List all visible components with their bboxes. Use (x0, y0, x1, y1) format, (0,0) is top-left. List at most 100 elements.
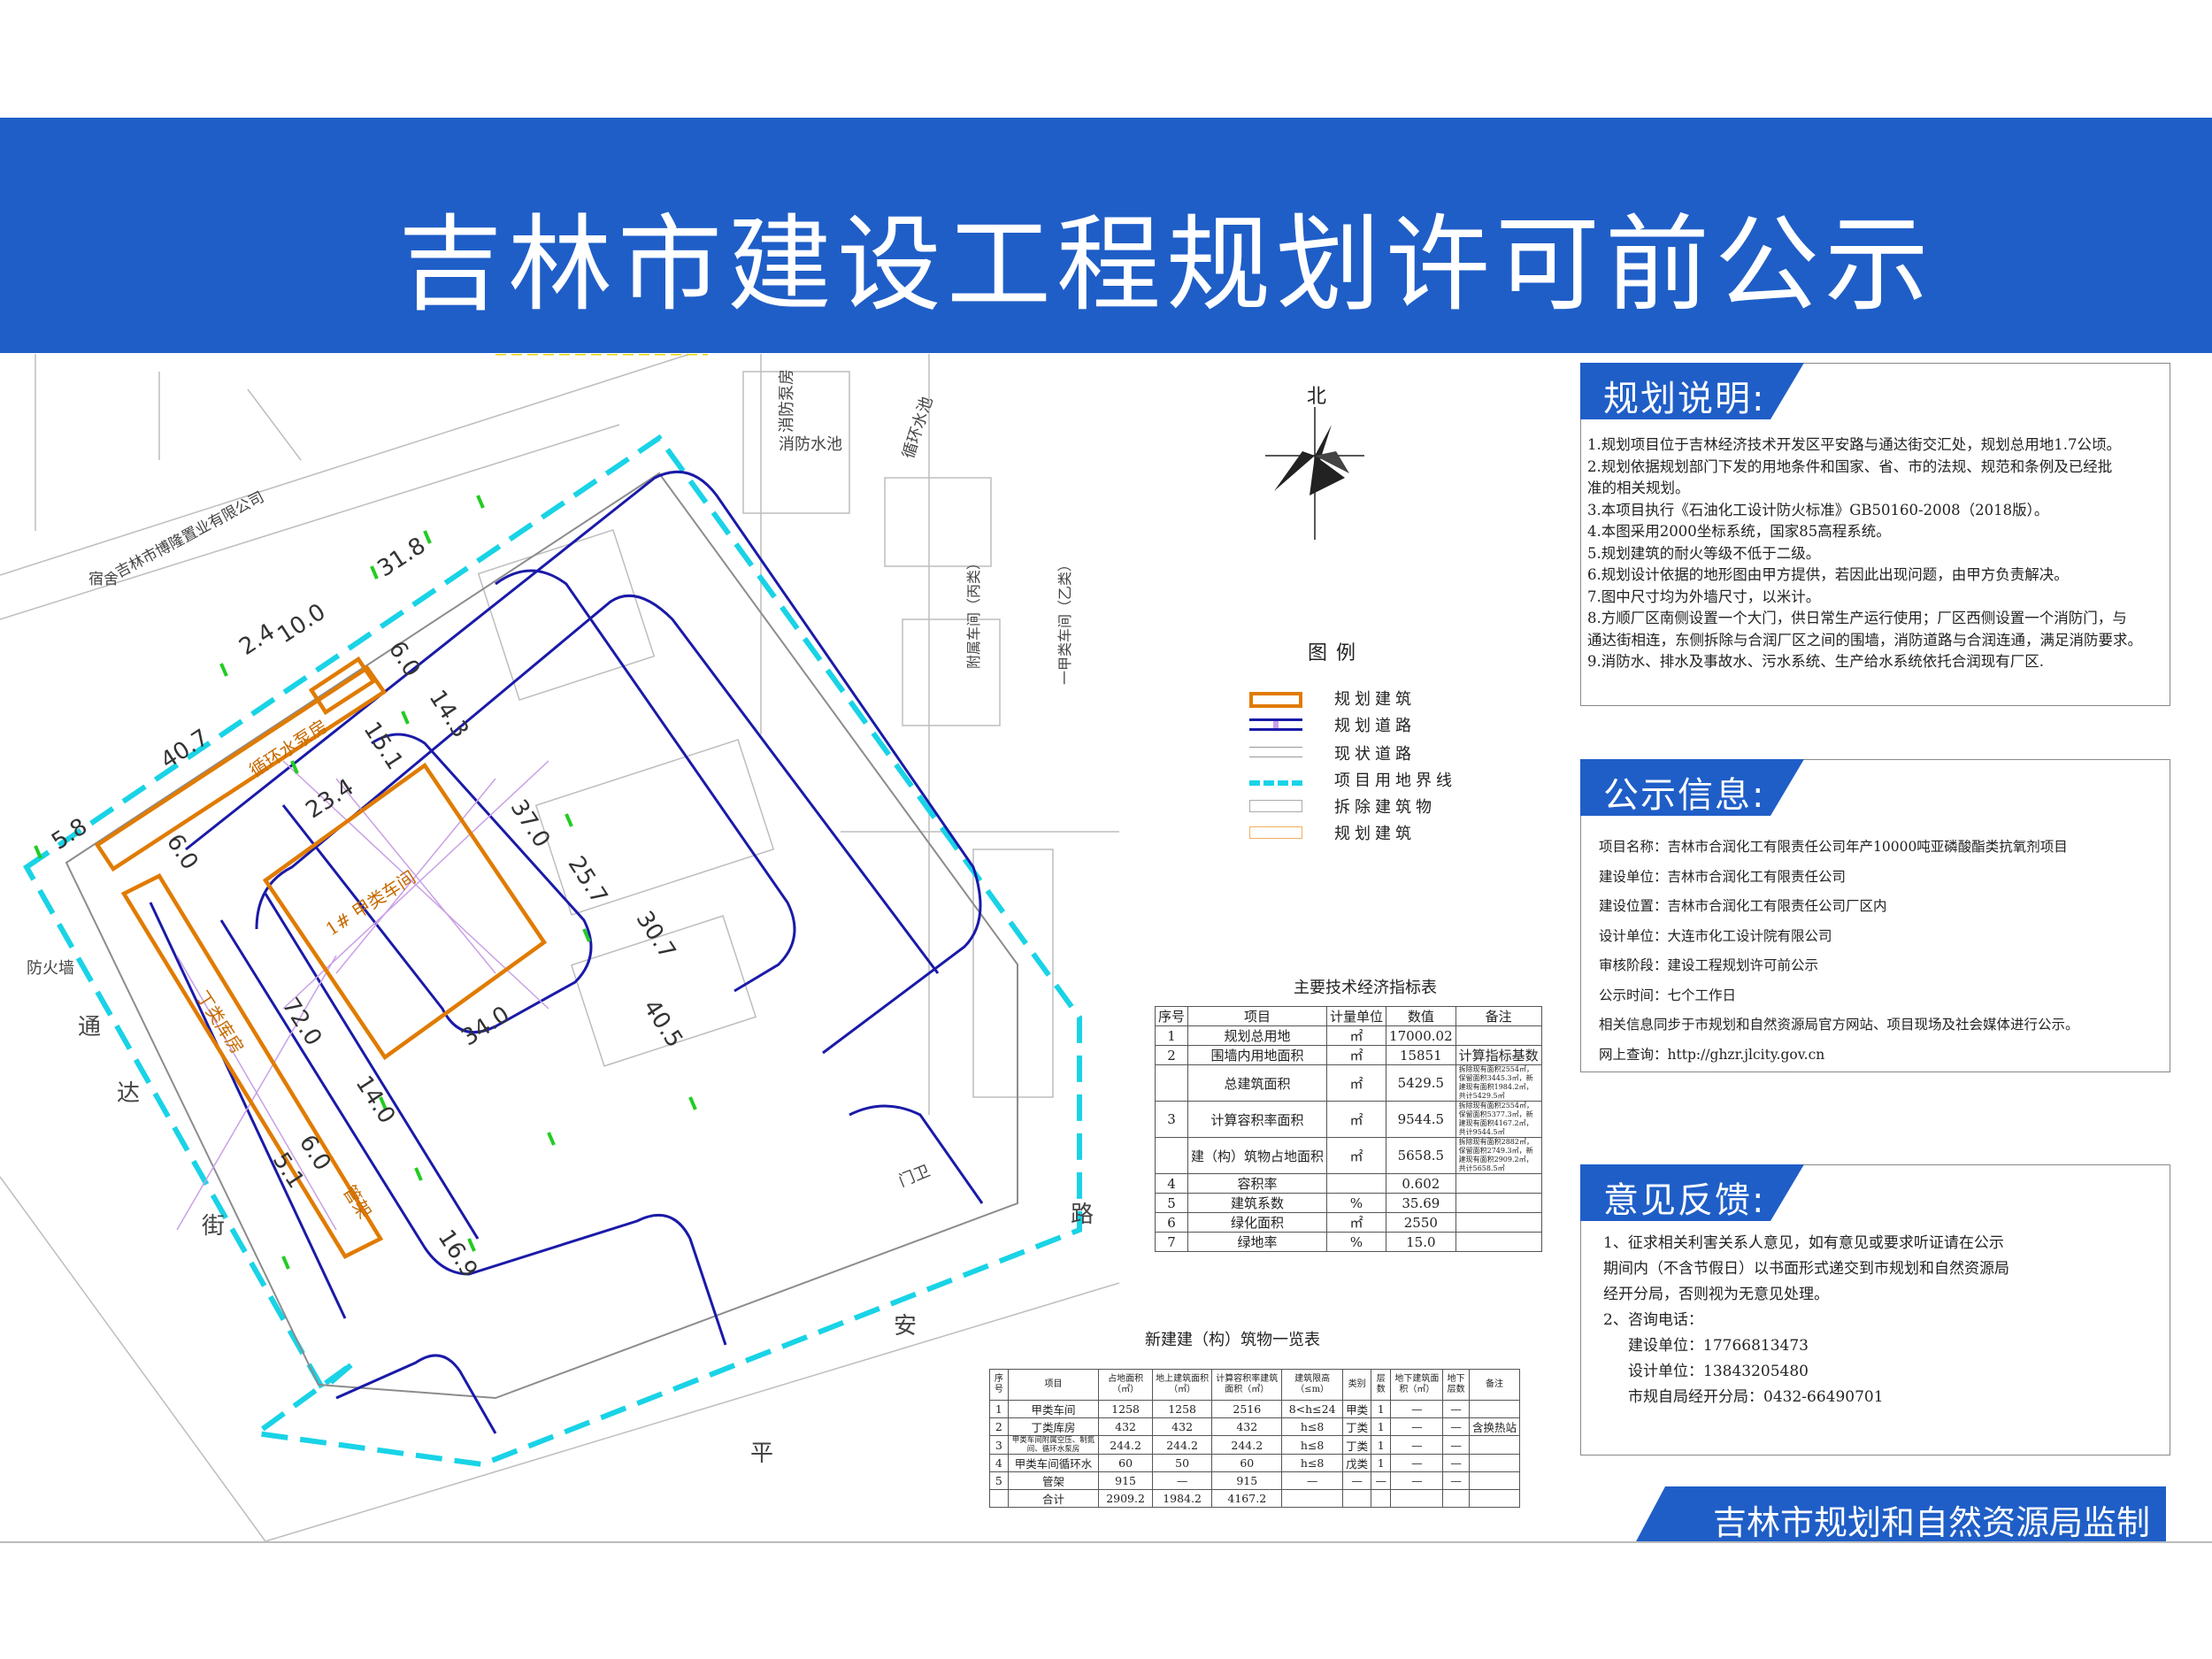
table-cell: 60 (1098, 1454, 1153, 1472)
text-line: 期间内（不含节假日）以书面形式递交到市规划和自然资源局 (1603, 1260, 2009, 1278)
dimension-ticks (34, 495, 697, 1270)
text-line: 1、征求相关利害关系人意见，如有意见或要求听证请在公示 (1603, 1234, 2004, 1252)
table-cell (1455, 1193, 1542, 1213)
table-cell: 绿地率 (1187, 1232, 1328, 1252)
table-cell: — (1390, 1400, 1444, 1418)
text-line: 公示时间：七个工作日 (1599, 987, 1737, 1003)
planned-roads (149, 470, 984, 1434)
page-title: 吉林市建设工程规划许可前公示 (398, 204, 1935, 326)
table-cell (1154, 1137, 1189, 1174)
label-fire-pool: 消防水池 (779, 435, 842, 454)
table-cell: 1 (1371, 1435, 1392, 1455)
table-cell: 1 (1371, 1417, 1392, 1436)
text-line: 市规自局经开分局：0432-66490701 (1628, 1388, 1884, 1406)
table-header-cell: 项目 (1187, 1006, 1328, 1026)
public-info-tab: 公示信息: (1580, 759, 1804, 816)
table-cell: ㎡ (1326, 1137, 1387, 1174)
table-cell: 甲类车间 (1007, 1400, 1100, 1418)
table-cell: ㎡ (1326, 1045, 1387, 1065)
table-cell: 3 (1154, 1101, 1189, 1138)
project-boundary (23, 434, 1082, 1468)
table-cell: % (1326, 1193, 1387, 1213)
table-cell: — (1151, 1471, 1213, 1490)
table-cell: 5429.5 (1386, 1064, 1456, 1102)
text-line: 3.本项目执行《石油化工设计防火标准》GB50160-2008（2018版）。 (1587, 501, 2049, 518)
planned-buildings (94, 656, 548, 1259)
text-line: 2、咨询电话： (1603, 1311, 1703, 1329)
table-cell: — (1442, 1454, 1470, 1472)
table-cell (1468, 1471, 1521, 1490)
text-line: 设计单位：13843205480 (1628, 1363, 1809, 1380)
table-cell: 5 (989, 1471, 1009, 1490)
table-cell: 4 (989, 1454, 1009, 1472)
table-cell: — (1442, 1417, 1470, 1436)
table-cell: 甲类车间附属空压、制氮间、循环水泵房 (1007, 1435, 1100, 1455)
table-cell: 0.602 (1386, 1173, 1456, 1194)
text-line: 相关信息同步于市规划和自然资源局官方网站、项目现场及社会媒体进行公示。 (1599, 1017, 2079, 1033)
table-cell: 244.2 (1151, 1435, 1213, 1455)
table-cell: 1258 (1151, 1400, 1213, 1418)
table-cell: — (1390, 1471, 1444, 1490)
road-char: 达 (117, 1080, 141, 1107)
table-cell: 计算容积率面积 (1187, 1101, 1328, 1138)
table-cell: 60 (1211, 1454, 1283, 1472)
table-cell (1455, 1173, 1542, 1194)
legend-item: 规划建筑 (1239, 687, 1469, 713)
public-info-title: 公示信息: (1603, 775, 1766, 816)
table-cell (1342, 1489, 1372, 1508)
text-line: 7.图中尺寸均为外墙尺寸，以米计。 (1587, 588, 1821, 605)
road-char: 安 (894, 1313, 918, 1340)
table-header-cell: 计量单位 (1326, 1006, 1387, 1026)
table-cell: 甲类车间循环水 (1007, 1454, 1100, 1472)
text-line: 9.消防水、排水及事故水、污水系统、生产给水系统依托合润现有厂区. (1587, 653, 2044, 670)
text-line: 4.本图采用2000坐标系统，国家85高程系统。 (1587, 523, 1891, 540)
table-cell: 2909.2 (1098, 1489, 1153, 1508)
text-line: 1.规划项目位于吉林经济技术开发区平安路与通达街交汇处，规划总用地1.7公顷。 (1587, 436, 2121, 453)
table-cell (1468, 1435, 1521, 1455)
table-cell: 1 (1371, 1454, 1392, 1472)
table-cell: ㎡ (1326, 1212, 1387, 1233)
text-line: 项目名称：吉林市合润化工有限责任公司年产10000吨亚磷酸酯类抗氧剂项目 (1599, 839, 2068, 855)
table-cell: 计算指标基数 (1455, 1045, 1542, 1065)
table-cell: 4 (1154, 1173, 1189, 1194)
table-header-cell: 备注 (1455, 1006, 1542, 1026)
table-cell: 容积率 (1187, 1173, 1328, 1194)
table-cell (1442, 1489, 1470, 1508)
table-cell: 丁类 (1342, 1417, 1372, 1436)
table-cell: 拆除现有面积2554㎡，保留面积5377.3㎡，新建现有面积4167.2㎡，共计… (1455, 1101, 1542, 1138)
table-cell: 甲类 (1342, 1400, 1372, 1418)
footer-divider (0, 1541, 2212, 1543)
tech-table-title: 主要技术经济指标表 (1294, 979, 1437, 997)
table-cell (1455, 1025, 1542, 1046)
table-cell (1468, 1400, 1521, 1418)
table-cell: 2550 (1386, 1212, 1456, 1233)
building-workshop-d (120, 873, 384, 1259)
table-cell: — (1390, 1454, 1444, 1472)
table-header-cell: 备注 (1468, 1369, 1521, 1401)
text-line: 准的相关规划。 (1587, 480, 1690, 496)
legend-item: 规划建筑 (1239, 821, 1469, 848)
label-dorm: 宿舍 (88, 571, 119, 588)
title-banner: 吉林市建设工程规划许可前公示 (0, 118, 2212, 353)
table-cell: 9544.5 (1386, 1101, 1456, 1138)
site-plan-svg (0, 354, 1119, 1541)
text-line: 通达街相连，东侧拆除与合润厂区之间的围墙，消防道路与合润连通，满足消防要求。 (1587, 631, 2142, 649)
table-cell: 432 (1211, 1417, 1283, 1436)
table-cell (1468, 1454, 1521, 1472)
table-cell: 4167.2 (1211, 1489, 1283, 1508)
table-cell: ㎡ (1326, 1101, 1387, 1138)
table-cell: 拆除现有面积2882㎡，保留面积2749.3㎡，新建现有面积2909.2㎡，共计… (1455, 1137, 1542, 1174)
table-cell: 1 (1154, 1025, 1189, 1046)
building-workshop-a (262, 762, 548, 1061)
table-cell: 1984.2 (1151, 1489, 1213, 1508)
table-cell: % (1326, 1232, 1387, 1252)
table-cell: 围墙内用地面积 (1187, 1045, 1328, 1065)
planning-notes-title: 规划说明: (1603, 379, 1766, 419)
